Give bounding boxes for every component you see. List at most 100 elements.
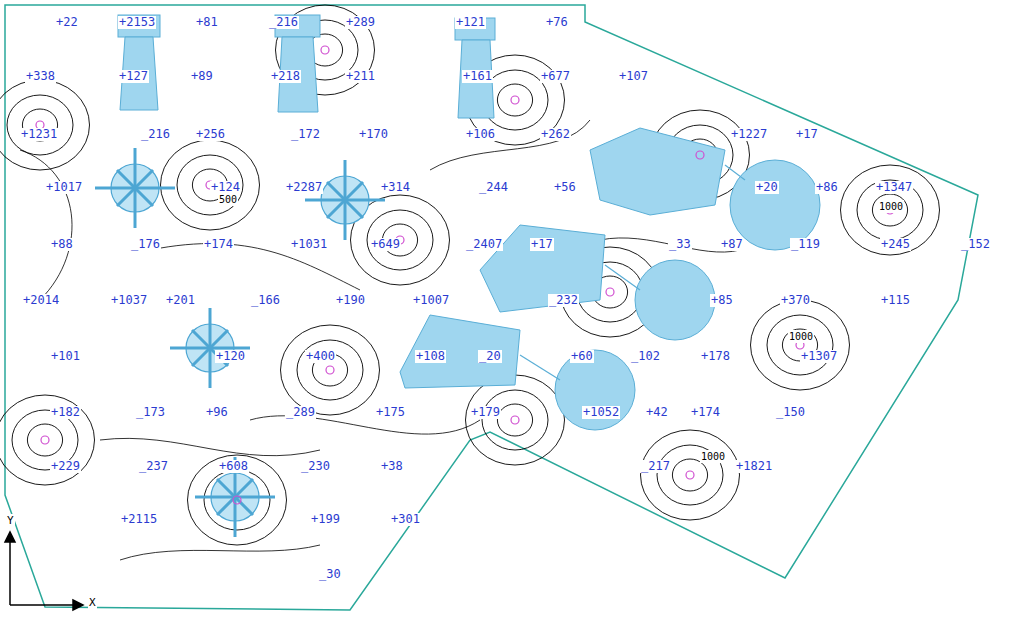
spot-value: _102 <box>630 350 661 363</box>
spot-value: +20 <box>755 181 779 194</box>
spot-value: +179 <box>470 406 501 419</box>
spot-value: +89 <box>190 70 214 83</box>
contour-ring <box>27 424 62 456</box>
contour-ring <box>751 300 850 390</box>
spot-value: _20 <box>478 350 502 363</box>
spot-value: +314 <box>380 181 411 194</box>
spot-value: +1227 <box>730 128 768 141</box>
spot-value: _150 <box>775 406 806 419</box>
contour-ring <box>497 404 532 436</box>
spot-value: +96 <box>205 406 229 419</box>
contour-ring <box>767 315 833 375</box>
spot-value: _173 <box>135 406 166 419</box>
equipment <box>520 165 745 380</box>
spot-value: _152 <box>960 238 991 251</box>
spot-value: +1017 <box>45 181 83 194</box>
contour-ring <box>161 140 260 230</box>
spot-value: +178 <box>700 350 731 363</box>
survey-point <box>511 96 519 104</box>
site-boundary <box>5 5 978 610</box>
axis-arrows <box>5 532 83 610</box>
spot-value: _119 <box>790 238 821 251</box>
survey-point <box>41 436 49 444</box>
spot-value: +174 <box>203 238 234 251</box>
spot-value: +2014 <box>22 294 60 307</box>
contour-ring <box>0 80 90 170</box>
spot-value: +1347 <box>875 181 913 194</box>
contour-ring <box>188 455 287 545</box>
spot-value: +101 <box>50 350 81 363</box>
spot-value: +256 <box>195 128 226 141</box>
spot-value: +289 <box>345 16 376 29</box>
spot-value: _244 <box>478 181 509 194</box>
spot-value: +42 <box>645 406 669 419</box>
spot-value: +56 <box>553 181 577 194</box>
spot-value: _166 <box>250 294 281 307</box>
agitator-symbol <box>95 148 385 537</box>
spot-value: +17 <box>530 238 554 251</box>
spot-value: +170 <box>358 128 389 141</box>
spot-value: +1231 <box>20 128 58 141</box>
survey-point <box>36 46 894 504</box>
survey-point <box>233 496 241 504</box>
spot-value: +201 <box>165 294 196 307</box>
spot-value: +211 <box>345 70 376 83</box>
survey-point <box>696 151 704 159</box>
spot-value: +121 <box>455 16 486 29</box>
spot-value: +22 <box>55 16 79 29</box>
spot-value: +218 <box>270 70 301 83</box>
agitator-arm <box>117 170 153 206</box>
spot-value: +108 <box>415 350 446 363</box>
equipment <box>118 15 820 430</box>
spot-value: +86 <box>815 181 839 194</box>
contour-lines <box>0 5 940 545</box>
spot-value: +17 <box>795 128 819 141</box>
survey-point <box>686 471 694 479</box>
spot-value: +115 <box>880 294 911 307</box>
spot-value: +301 <box>390 513 421 526</box>
survey-point <box>511 416 519 424</box>
spot-value: +76 <box>545 16 569 29</box>
spot-value: _2407 <box>465 238 503 251</box>
spot-value: +2115 <box>120 513 158 526</box>
contour-value: 1000 <box>700 450 726 463</box>
spot-value: +262 <box>540 128 571 141</box>
spot-value: +174 <box>690 406 721 419</box>
spot-value: +649 <box>370 238 401 251</box>
contour-ring <box>872 194 907 226</box>
spot-value: +370 <box>780 294 811 307</box>
spot-value: +338 <box>25 70 56 83</box>
spot-value: +120 <box>215 350 246 363</box>
survey-point <box>606 288 614 296</box>
contour-ring <box>7 95 73 155</box>
survey-point <box>326 366 334 374</box>
agitator-arm <box>327 182 363 218</box>
contour-ring <box>466 375 565 465</box>
spot-value: _232 <box>548 294 579 307</box>
contour-ring <box>367 210 433 270</box>
spot-value: +127 <box>118 70 149 83</box>
spot-value: +1052 <box>582 406 620 419</box>
spot-value: +229 <box>50 460 81 473</box>
spot-value: _216 <box>140 128 171 141</box>
spot-value: _216 <box>268 16 299 29</box>
spot-value: +175 <box>375 406 406 419</box>
spot-value: +106 <box>465 128 496 141</box>
spot-value: +400 <box>305 350 336 363</box>
spot-value: +2153 <box>118 16 156 29</box>
contour-ring <box>204 470 270 530</box>
contour-lines <box>20 120 740 560</box>
agitator-arm <box>117 170 153 206</box>
spot-value: +677 <box>540 70 571 83</box>
contour-ring <box>482 390 548 450</box>
agitator-arm <box>217 479 253 515</box>
spot-value: +88 <box>50 238 74 251</box>
spot-value: +245 <box>880 238 911 251</box>
contour-ring <box>0 395 95 485</box>
spot-value: _33 <box>668 238 692 251</box>
spot-value: +38 <box>380 460 404 473</box>
spot-value: _230 <box>300 460 331 473</box>
survey-point <box>321 46 329 54</box>
contour-ring <box>641 430 740 520</box>
